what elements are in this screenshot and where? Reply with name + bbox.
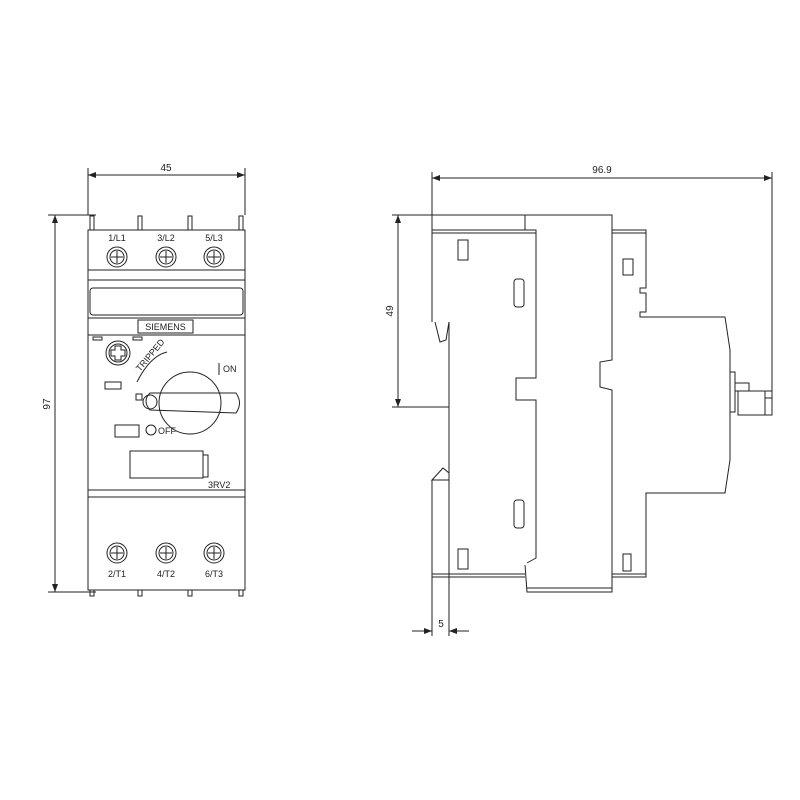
dimension-width: 45 — [87, 163, 246, 215]
terminal-screw-icon — [106, 542, 128, 564]
bottom-terminals: 2/T1 4/T2 6/T3 — [106, 542, 225, 579]
top-terminals: 1/L1 3/L2 5/L3 — [106, 233, 225, 268]
terminal-screw-icon — [106, 246, 128, 268]
handle-shaft — [729, 371, 773, 416]
terminal-screw-icon — [155, 542, 177, 564]
test-button-icon — [105, 340, 131, 366]
terminal-label: 3/L2 — [157, 233, 175, 243]
on-label: ON — [223, 364, 237, 374]
dimension-offset: 5 — [412, 577, 469, 636]
dimension-rail-height-label: 49 — [385, 305, 396, 317]
terminal-screw-icon — [203, 246, 225, 268]
terminal-screw-icon — [203, 542, 225, 564]
brand-label: SIEMENS — [145, 322, 186, 332]
terminal-screw-icon — [155, 246, 177, 268]
dimension-height-label: 97 — [42, 398, 53, 410]
terminal-label: 6/T3 — [205, 569, 223, 579]
terminal-label: 1/L1 — [108, 233, 126, 243]
terminal-label: 4/T2 — [157, 569, 175, 579]
front-view: 45 97 — [42, 163, 246, 597]
rotary-handle — [142, 371, 240, 435]
terminal-label: 5/L3 — [205, 233, 223, 243]
off-label: OFF — [158, 426, 176, 436]
dimension-offset-label: 5 — [438, 619, 444, 630]
dimension-rail-height: 49 — [385, 214, 525, 408]
model-label: 3RV2 — [208, 480, 230, 490]
dimension-width-label: 45 — [160, 163, 172, 174]
tripped-label: TRIPPED — [134, 337, 167, 374]
dimension-depth-label: 96.9 — [592, 165, 612, 176]
dimension-height: 97 — [42, 214, 96, 593]
side-view: 96.9 49 5 — [385, 165, 773, 636]
dimension-depth: 96.9 — [431, 165, 773, 415]
terminal-label: 2/T1 — [108, 569, 126, 579]
